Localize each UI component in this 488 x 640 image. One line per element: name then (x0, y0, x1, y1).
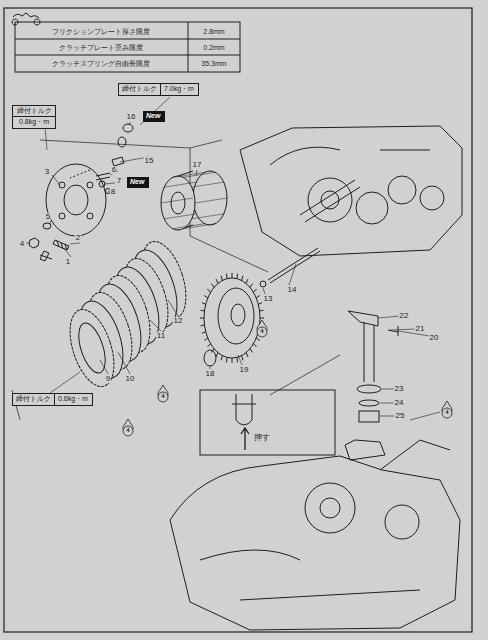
callout-number: 21 (415, 325, 426, 333)
clutch-boss (161, 171, 227, 230)
exploded-bracket (12, 140, 268, 420)
callout-number: 4 (19, 240, 25, 248)
leader-line (289, 264, 296, 285)
callout-number: 18 (205, 370, 216, 378)
leader-line (50, 372, 80, 393)
callout-number: 13 (263, 295, 274, 303)
callout-number: 16 (126, 113, 137, 121)
crankcase-lower (170, 440, 460, 630)
leader-line (210, 366, 211, 369)
clutch-plates (62, 236, 195, 392)
callout-number: 19 (239, 366, 250, 374)
page-frame (4, 8, 472, 632)
leader-line (238, 355, 242, 365)
callout-number: 22 (399, 312, 410, 320)
detail-inset (200, 355, 340, 455)
leader-line (150, 320, 161, 331)
callout-number: 1 (65, 258, 71, 266)
callout-number: 17 (192, 161, 203, 169)
callout-number: 20 (429, 334, 440, 342)
callout-number: 23 (394, 385, 405, 393)
callout-number: 5 (45, 213, 51, 221)
callout-number: 7 (116, 177, 122, 185)
table-cell: 2.8mm (202, 28, 225, 35)
leader-line (118, 352, 130, 374)
callout-number: 15 (144, 157, 155, 165)
crankcase-upper (240, 126, 462, 256)
callout-number: 8 (110, 188, 116, 196)
oil-icon-number: 4 (259, 328, 264, 334)
spec-table (15, 22, 240, 72)
leader-line (100, 360, 108, 374)
torque-box: 締付トルク0.6kg・m (12, 393, 93, 406)
leader-line (26, 243, 29, 244)
leader-line (64, 248, 71, 257)
direction-note: 押す (253, 434, 271, 442)
steel-ball (260, 281, 266, 287)
callout-number: 2 (75, 234, 81, 242)
table-cell: クラッチスプリング自由長限度 (51, 60, 151, 67)
leader-lines (26, 97, 440, 420)
leader-line (140, 97, 170, 125)
callout-number: 14 (287, 286, 298, 294)
push-lever-shaft (345, 311, 398, 460)
leader-line (380, 403, 394, 404)
leader-line (380, 416, 395, 417)
box-heading: New (128, 178, 146, 187)
callout-number: 25 (395, 412, 406, 420)
leader-line (128, 122, 131, 125)
box-heading: 締付トルク (13, 106, 55, 116)
box-value: 7.0kg・m (160, 84, 197, 95)
leader-line (263, 288, 265, 294)
bolts-springs (29, 223, 69, 261)
leader-line (410, 412, 440, 420)
leader-line (382, 389, 394, 390)
box-heading: New (144, 112, 162, 121)
motorcycle-icon (12, 13, 40, 25)
callout-number: 11 (156, 332, 166, 340)
box-heading: 締付トルク (119, 84, 160, 95)
box-value: 0.8kg・m (13, 116, 55, 127)
callout-number: 12 (173, 317, 184, 325)
leader-line (45, 127, 47, 150)
new-part-tag: New (143, 111, 165, 122)
leader-line (104, 183, 115, 184)
callout-number: 10 (125, 375, 136, 383)
torque-box: 締付トルク0.8kg・m (12, 105, 56, 129)
oil-icon (123, 320, 452, 436)
leader-line (196, 170, 197, 176)
table-cell: 35.3mm (200, 60, 227, 67)
table-grid (15, 22, 240, 72)
oil-icon-number: 4 (160, 393, 165, 399)
leader-line (390, 329, 416, 330)
callout-number: 3 (44, 168, 50, 176)
leader-line (168, 300, 178, 316)
push-rod-parts (70, 124, 133, 194)
push-rod (268, 248, 320, 283)
box-value: 0.6kg・m (54, 394, 91, 405)
leader-line (52, 175, 60, 185)
leader-line (378, 316, 400, 318)
new-part-tag: New (127, 177, 149, 188)
table-cell: 0.2mm (202, 44, 225, 51)
callout-number: 9 (105, 375, 111, 383)
clutch-housing-gear (200, 273, 264, 363)
leader-line (70, 243, 80, 244)
callout-number: 6 (111, 166, 117, 174)
pressure-plate (46, 164, 106, 236)
torque-box: 締付トルク7.0kg・m (118, 83, 199, 96)
box-heading: 締付トルク (13, 394, 54, 405)
oil-icon-number: 4 (125, 427, 130, 433)
table-cell: フリクションプレート厚さ限度 (51, 28, 151, 35)
table-cell: クラッチプレート歪み限度 (58, 44, 144, 51)
oil-icon-number: 4 (444, 409, 449, 415)
thrust-washer (204, 350, 216, 366)
callout-number: 24 (394, 399, 405, 407)
